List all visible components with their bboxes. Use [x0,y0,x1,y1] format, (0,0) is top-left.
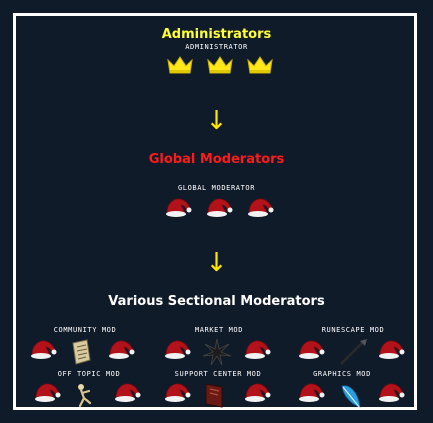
administrators-heading: Administrators [161,27,272,42]
crown-icon [206,54,234,80]
sectional-moderators-heading: Various Sectional Moderators [108,294,325,309]
community-mod-label: COMMUNITY MOD [53,326,117,334]
market-mod-label: MARKET MOD [194,326,244,334]
black-star-icon [202,338,232,370]
off-topic-mod-label: OFF TOPIC MOD [57,370,121,378]
scroll-icon [68,338,94,370]
santa-hat-icon [242,338,272,364]
santa-hat-icon [296,338,326,364]
arrow-down-icon: ↓ [205,248,228,278]
runescape-mod-label: RUNESCAPE MOD [321,326,385,334]
crown-icon [246,54,274,80]
santa-hat-icon [245,196,275,222]
santa-hat-icon [163,196,193,222]
santa-hat-icon [112,381,142,407]
santa-hat-icon [106,338,136,364]
arrow-down-icon: ↓ [205,106,228,136]
book-icon [202,381,226,413]
santa-hat-icon [28,338,58,364]
santa-hat-icon [242,381,272,407]
santa-hat-icon [162,338,192,364]
santa-hat-icon [296,381,326,407]
feather-icon [338,381,364,415]
santa-hat-icon [32,381,62,407]
santa-hat-icon [204,196,234,222]
bone-figure-icon [72,381,96,413]
global-moderator-rank-label: GLOBAL MODERATOR [177,184,256,192]
graphics-mod-label: GRAPHICS MOD [313,370,371,378]
spear-icon [338,338,368,370]
frame-border [13,13,417,410]
global-moderators-heading: Global Moderators [148,152,285,167]
support-center-mod-label: SUPPORT CENTER MOD [174,370,262,378]
santa-hat-icon [376,381,406,407]
administrator-rank-label: ADMINISTRATOR [185,43,248,51]
santa-hat-icon [376,338,406,364]
crown-icon [166,54,194,80]
santa-hat-icon [162,381,192,407]
